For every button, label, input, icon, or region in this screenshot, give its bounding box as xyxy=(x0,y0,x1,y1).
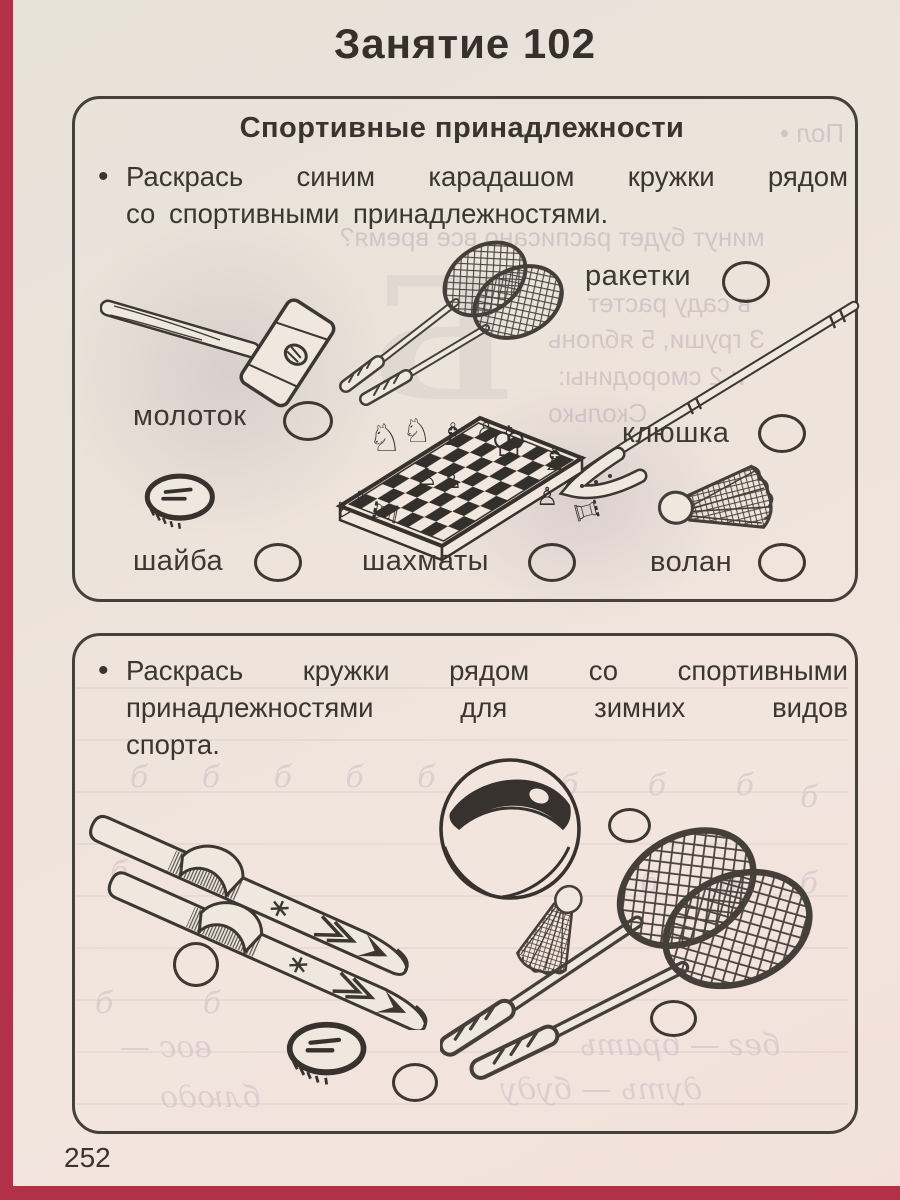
answer-circle-rackets[interactable] xyxy=(650,1000,697,1037)
item-label-shayba: шайба xyxy=(133,545,224,577)
chessboard-image: ♘ ♘ ♗ ♙ ♔ ♗ ♙ ♙ ♙ ♖ ♙ ♙ ♖ xyxy=(330,411,606,563)
puck-image xyxy=(142,472,222,534)
instruction-line: Раскрась синим карадашом кружки рядом xyxy=(126,161,848,192)
instruction-line: со спортивными принадлежностями. xyxy=(126,198,609,229)
skis-image xyxy=(85,795,442,1030)
item-label-molotok: молоток xyxy=(133,400,247,432)
book-edge-left xyxy=(0,0,13,1200)
worksheet1-instruction: Раскрась синим карадашом кружки рядом со… xyxy=(126,158,848,232)
bleed-text: б xyxy=(800,780,819,815)
chess-piece: ♙ xyxy=(349,484,373,512)
chess-piece: ♗ xyxy=(540,439,570,478)
chess-piece: ♔ xyxy=(490,417,528,466)
answer-circle-shakhmaty[interactable] xyxy=(528,543,576,582)
chess-piece: ♙ xyxy=(476,416,496,441)
bleed-blob xyxy=(60,210,390,540)
hockey-stick-image xyxy=(558,300,860,500)
puck-image xyxy=(284,1020,374,1092)
bleed-text: б б xyxy=(95,986,262,1021)
bleed-text: б б б б б xyxy=(130,760,458,795)
answer-circle-raketki[interactable] xyxy=(722,261,770,303)
worksheet2-instruction: Раскрась кружки рядом со спортивными при… xyxy=(126,652,848,763)
item-label-volan: волан xyxy=(650,546,733,578)
item-label-shakhmaty: шахматы xyxy=(362,545,489,577)
worksheet-box-2 xyxy=(72,633,858,1134)
answer-circle-skis[interactable] xyxy=(173,942,219,987)
bleed-text: вос — xyxy=(120,1030,212,1065)
page-number: 252 xyxy=(64,1142,111,1173)
book-edge-bottom xyxy=(0,1186,900,1200)
chess-piece: ♘ xyxy=(402,411,432,450)
chess-piece: ♖ xyxy=(565,493,606,528)
chess-piece: ♙ xyxy=(536,482,558,511)
chess-piece: ♙ xyxy=(440,465,462,494)
shuttlecock-image xyxy=(656,458,776,532)
bleed-text: б б б xyxy=(560,768,785,803)
shuttlecock-image xyxy=(511,880,609,988)
worksheet1-heading: Спортивные принадлежности xyxy=(239,112,685,144)
bullet-marker: • xyxy=(98,654,109,687)
answer-circle-molotok[interactable] xyxy=(283,401,333,441)
badminton-rackets-image xyxy=(330,230,580,410)
bleed-text: блюдо xyxy=(160,1080,261,1115)
answer-circle-shayba[interactable] xyxy=(254,543,302,582)
answer-circle-volan[interactable] xyxy=(758,543,806,582)
answer-circle-puck[interactable] xyxy=(392,1063,438,1102)
instruction-line: принадлежностями для зимних видов xyxy=(126,692,848,723)
instruction-line: Раскрась кружки рядом со спортивными xyxy=(126,655,848,686)
item-label-klyushka: клюшка xyxy=(622,417,730,449)
chess-piece: ♘ xyxy=(368,416,402,460)
chess-piece: ♗ xyxy=(439,417,467,453)
hammer-image xyxy=(100,298,336,408)
bullet-marker: • xyxy=(98,160,109,193)
worksheet-box-1 xyxy=(72,96,858,602)
answer-circle-klyushka[interactable] xyxy=(758,414,806,453)
answer-circle-ball[interactable] xyxy=(608,808,651,843)
ball-image xyxy=(439,758,581,900)
instruction-line: спорта. xyxy=(126,729,220,760)
chess-piece: ♙ xyxy=(416,463,438,491)
item-label-raketki: ракетки xyxy=(585,260,692,292)
page-title: Занятие 102 xyxy=(333,20,597,67)
